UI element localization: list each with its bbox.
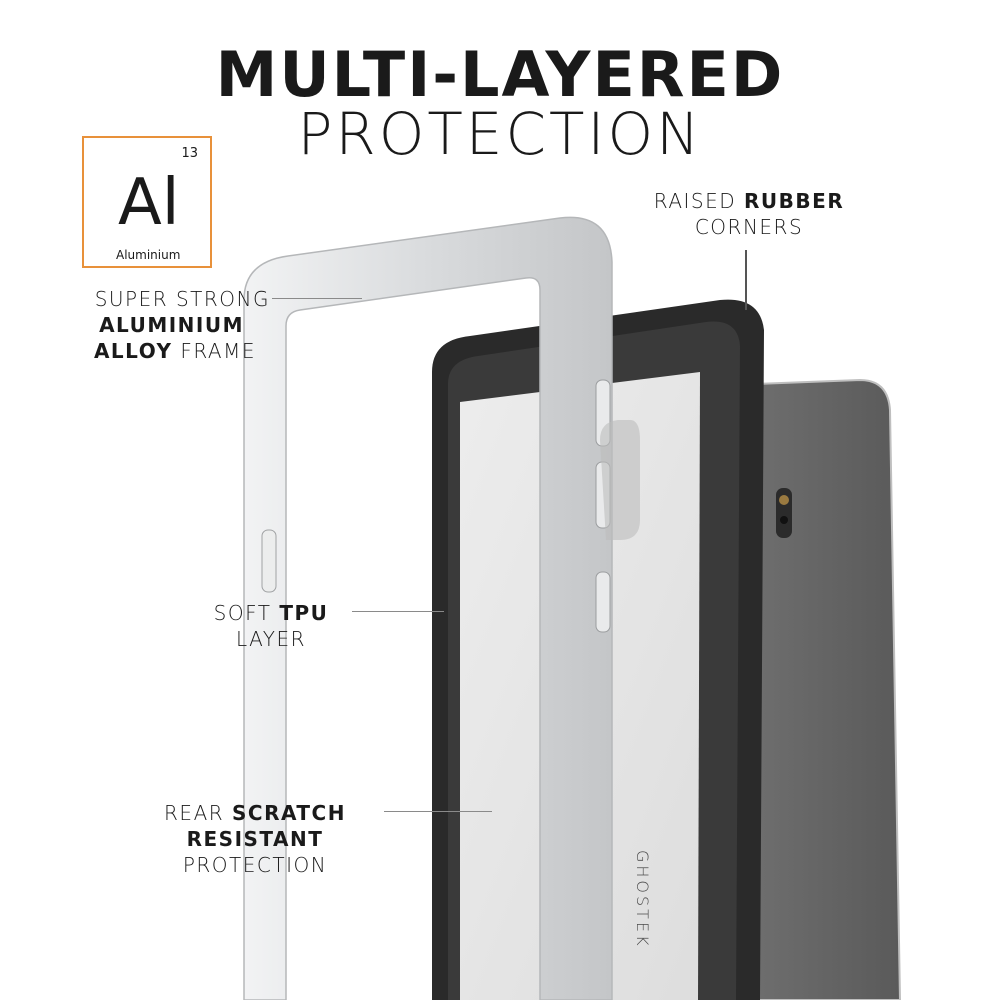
scratch-line-1-regular: REAR: [164, 801, 232, 825]
aluminium-leader-line: [272, 298, 362, 299]
tpu-line-2: LAYER: [236, 627, 306, 651]
aluminium-line-3-bold: ALLOY: [93, 339, 173, 363]
brand-mark: GHOSTEK: [633, 850, 652, 949]
element-symbol: Al: [118, 166, 180, 240]
tpu-leader-line: [352, 611, 444, 612]
camera-cutout: [600, 420, 640, 540]
aluminium-line-2: ALUMINIUM: [99, 313, 244, 337]
tpu-line-1-bold: TPU: [279, 601, 329, 625]
element-number: 13: [181, 146, 198, 161]
heading-line-1: MULTI-LAYERED: [215, 38, 785, 111]
callout-soft-tpu: SOFT TPU LAYER: [190, 600, 352, 652]
aluminium-line-1: SUPER STRONG: [94, 287, 270, 311]
heading-line-2: PROTECTION: [297, 100, 703, 168]
callout-aluminium-frame: SUPER STRONG ALUMINIUM ALLOY FRAME: [28, 286, 270, 364]
tpu-line-1-regular: SOFT: [213, 601, 280, 625]
rubber-line-1-regular: RAISED: [653, 189, 745, 213]
scratch-line-2: RESISTANT: [186, 827, 324, 851]
callout-rubber-corners: RAISED RUBBER CORNERS: [618, 188, 880, 240]
rubber-line-2: CORNERS: [694, 215, 804, 239]
scratch-line-3: PROTECTION: [182, 853, 328, 877]
rubber-line-1-bold: RUBBER: [744, 189, 845, 213]
rubber-leader-line: [745, 250, 747, 310]
scratch-leader-line: [384, 811, 492, 812]
scratch-line-1-bold: SCRATCH: [232, 801, 346, 825]
element-name: Aluminium: [116, 248, 181, 262]
callout-scratch-resistant: REAR SCRATCH RESISTANT PROTECTION: [128, 800, 382, 878]
aluminium-element-tile: 13 Al Aluminium: [82, 136, 212, 268]
aluminium-line-3-rest: FRAME: [172, 339, 256, 363]
